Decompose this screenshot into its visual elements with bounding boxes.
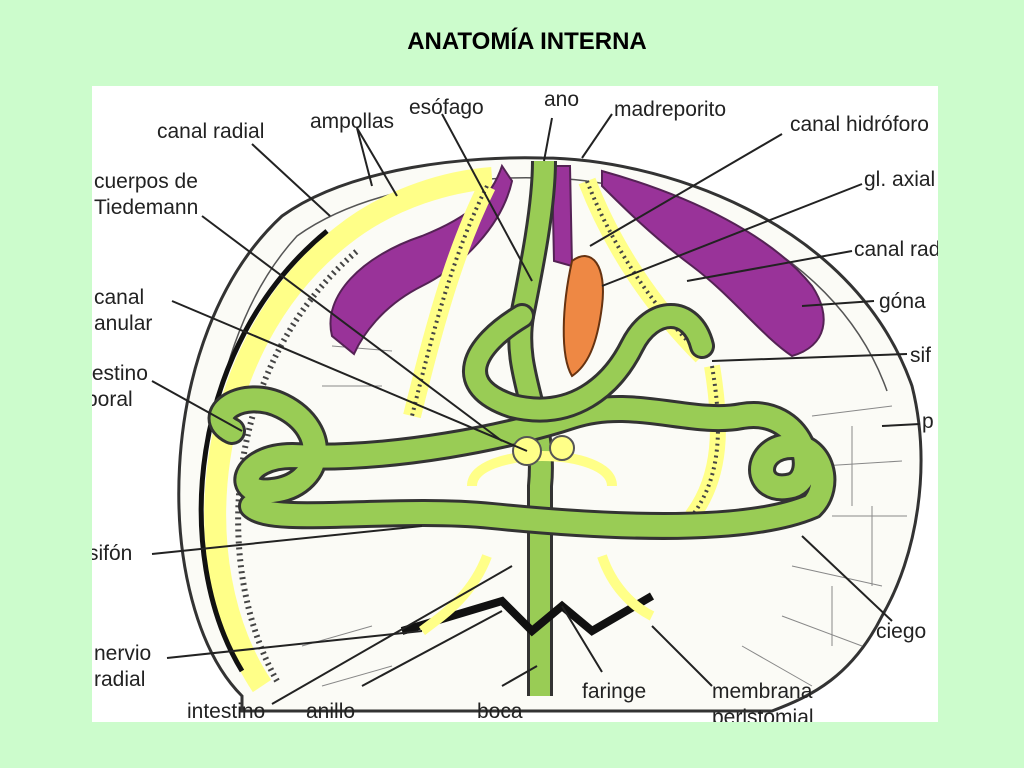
gonad-right	[601, 169, 825, 358]
leader-lines	[151, 113, 921, 705]
label-membrana: membrana	[712, 680, 813, 703]
label-canal-hidroforo: canal hidróforo	[790, 113, 929, 136]
label-ampollas: ampollas	[310, 110, 394, 133]
label-faringe: faringe	[582, 680, 646, 703]
label-ano: ano	[544, 88, 579, 111]
anatomy-illustration: canal radial ampollas esófago ano madrep…	[92, 88, 938, 722]
diagram-labels: canal radial ampollas esófago ano madrep…	[92, 88, 938, 722]
label-anular: anular	[94, 312, 152, 335]
axial-gland	[562, 255, 604, 378]
label-esofago: esófago	[409, 96, 484, 119]
label-intestino-aboral-1: testino	[92, 362, 148, 385]
label-peristomial: peristomial	[712, 706, 814, 722]
label-madreporito: madreporito	[614, 98, 726, 121]
label-sifon-right: sif	[910, 344, 931, 367]
label-p-right: p	[922, 410, 934, 433]
label-intestino-aboral-2: boral	[92, 388, 133, 411]
plate-lines	[301, 345, 907, 687]
label-nervio: nervio	[94, 642, 151, 665]
label-anillo: anillo	[306, 700, 355, 722]
label-cuerpos-de: cuerpos de	[94, 170, 198, 193]
label-canal: canal	[94, 286, 144, 309]
label-canal-radial-right: canal rad	[854, 238, 938, 261]
nerve-ring	[400, 592, 655, 637]
anatomy-diagram: canal radial ampollas esófago ano madrep…	[92, 86, 938, 722]
label-radial: radial	[94, 668, 145, 691]
label-gonada: góna	[879, 290, 926, 313]
ring-canal	[467, 451, 617, 488]
label-boca: boca	[477, 700, 523, 722]
label-intestino: intestino	[187, 700, 265, 722]
label-canal-radial-top: canal radial	[157, 120, 264, 143]
intestine-coils	[207, 303, 837, 540]
left-radial-canal	[204, 167, 493, 693]
label-sifon-left: sifón	[92, 542, 132, 565]
label-gl-axial: gl. axial	[864, 168, 935, 191]
slide-title: ANATOMÍA INTERNA	[407, 28, 647, 55]
label-ciego: ciego	[876, 620, 926, 643]
label-tiedemann: Tiedemann	[94, 196, 198, 219]
